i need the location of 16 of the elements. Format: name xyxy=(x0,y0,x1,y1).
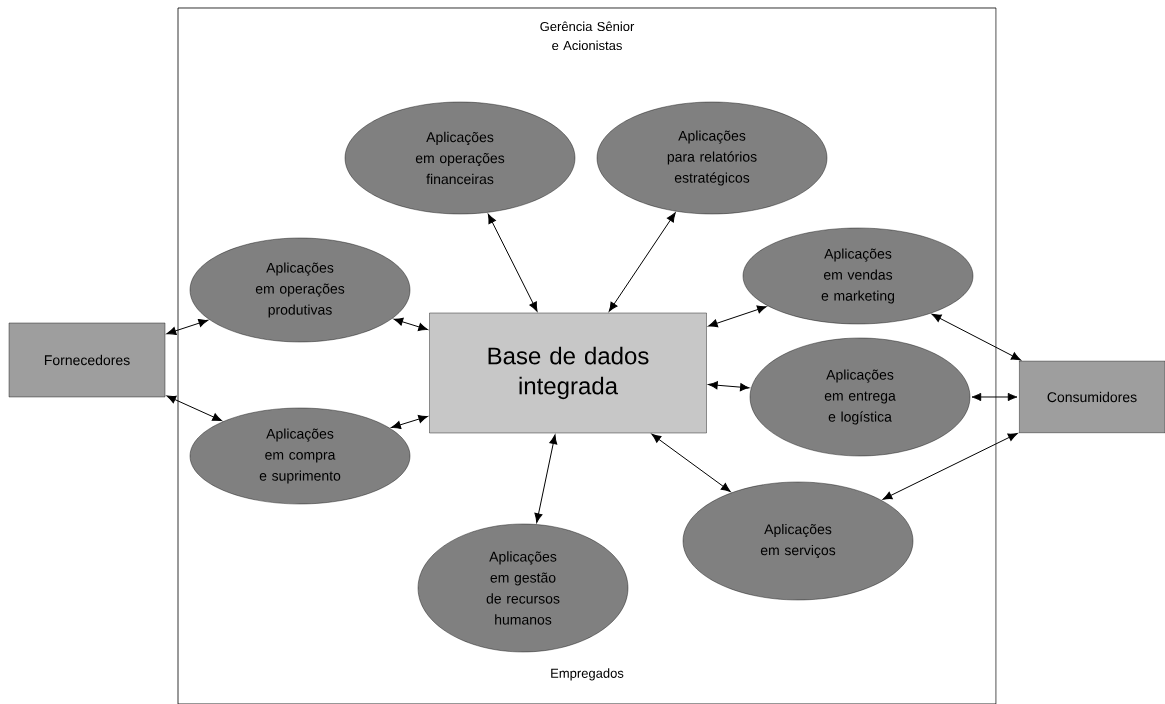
arrow xyxy=(708,381,750,392)
arrow xyxy=(166,319,209,335)
arrow xyxy=(608,212,676,312)
arrow xyxy=(534,434,558,523)
arrow xyxy=(487,213,538,312)
party-box: Consumidores xyxy=(1018,360,1165,434)
database-box: Base de dados integrada xyxy=(429,312,707,434)
arrow xyxy=(931,313,1021,361)
arrow xyxy=(393,317,428,331)
arrow xyxy=(708,305,767,328)
arrow xyxy=(391,415,428,429)
arrow xyxy=(166,395,223,422)
arrow xyxy=(882,433,1018,500)
arrow xyxy=(971,392,1018,402)
arrow xyxy=(651,433,731,492)
party-box: Fornecedores xyxy=(8,322,166,398)
